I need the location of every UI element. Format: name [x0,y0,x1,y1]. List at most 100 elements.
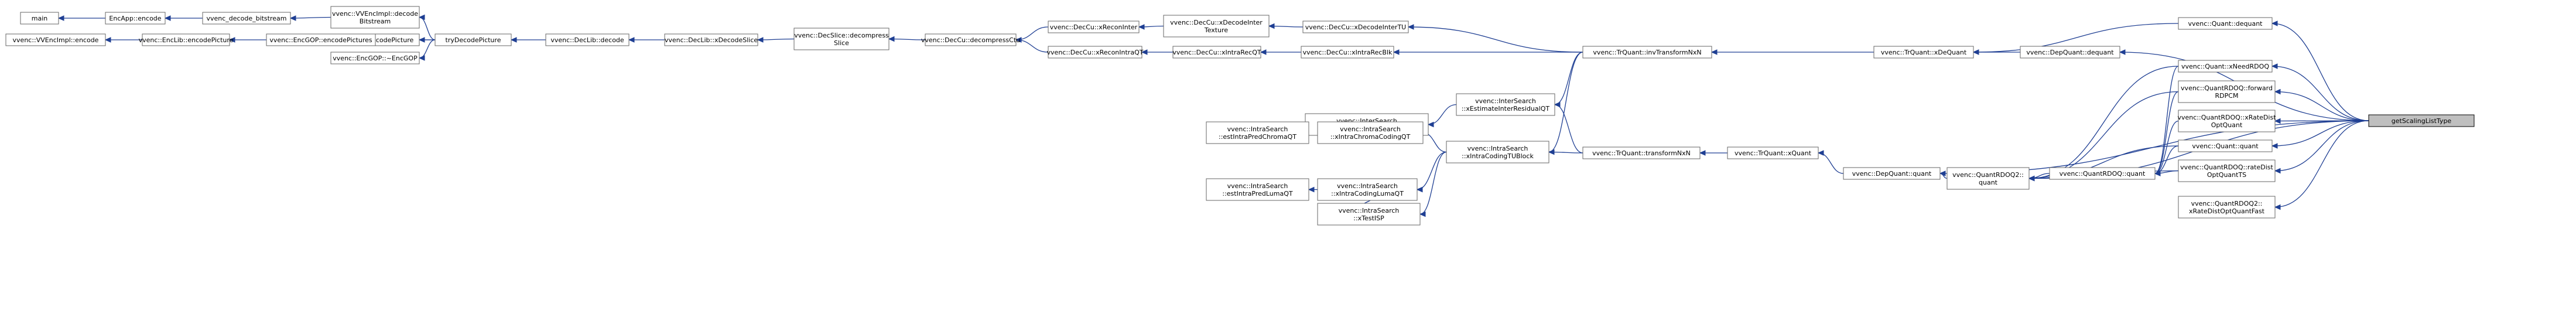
node-encapp[interactable]: EncApp::encode [105,12,166,25]
node-box [1456,93,1555,116]
node-label: tryDecodePicture [446,36,501,44]
node-declibdecode[interactable]: vvenc::DecLib::decode [545,33,630,46]
node-vvencode[interactable]: vvenc::VVEncImpl::encode [5,33,106,46]
node-box [1206,121,1309,144]
node-label: vvenc::IntraSearch [1227,125,1288,133]
edge-xintrarecblk-trinvtransform [1393,49,1583,55]
node-label: ::estIntraPredChromaQT [1219,133,1296,141]
node-box [2368,114,2475,127]
node-box [1446,141,1549,163]
node-intraxtestisp[interactable]: vvenc::IntraSearch::xTestISP [1317,203,1421,226]
node-qrdoqquant[interactable]: vvenc::QuantRDOQ::quant [2049,167,2156,180]
edge-xreconinter-xdecodeintertex [1138,24,1164,30]
node-box [1317,178,1418,201]
node-quantxneed[interactable]: vvenc::Quant::xNeedRDOQ [2178,60,2273,73]
node-label: vvenc::TrQuant::xDeQuant [1881,49,1967,56]
node-xdecodeslice[interactable]: vvenc::DecLib::xDecodeSlice [664,33,758,46]
node-label: vvenc::TrQuant::invTransformNxN [1593,49,1701,56]
edge-vvencode-enclib [104,37,142,43]
edge-interencres-interxest [1427,104,1457,128]
node-qrdoq2xrate[interactable]: vvenc::QuantRDOQ2::xRateDistOptQuantFast [2178,196,2276,219]
node-trxdequant[interactable]: vvenc::TrQuant::xDeQuant [1873,46,1974,59]
node-label: vvenc::IntraSearch [1340,125,1401,133]
node-encgop[interactable]: vvenc::EncGOP::encodePictures [266,33,376,46]
node-box [2178,60,2273,73]
node-box [266,33,376,46]
node-intraxluma[interactable]: vvenc::IntraSearch::xIntraCodingLumaQT [1317,178,1418,201]
edge-qrdoqquant-qrdoqfwd [2154,91,2179,176]
node-box [2178,17,2273,30]
edge-declibdecode-xdecodeslice [628,37,665,43]
node-label: ::xIntraChromaCodingQT [1330,133,1411,141]
node-intraxtu[interactable]: vvenc::IntraSearch::xIntraCodingTUBlock [1446,141,1549,163]
edge-interxest-trinvtransform [1554,52,1583,108]
node-box [1317,121,1424,144]
node-box [1302,21,1409,33]
node-intraxchroma[interactable]: vvenc::IntraSearch::xIntraChromaCodingQT [1317,121,1424,144]
node-label: vvenc::QuantRDOQ::xRateDist [2177,114,2276,121]
node-trtransform[interactable]: vvenc::TrQuant::transformNxN [1582,146,1701,159]
node-enclib[interactable]: vvenc::EncLib::encodePicture [139,33,234,46]
node-trydecode[interactable]: tryDecodePicture [435,33,512,46]
node-xdecodeintertu[interactable]: vvenc::DecCu::xDecodeInterTU [1302,21,1409,33]
node-xreconinter[interactable]: vvenc::DecCu::xReconInter [1048,21,1140,33]
node-xreconintraqt[interactable]: vvenc::DecCu::xReconIntraQT [1047,46,1144,59]
edge-xreconintraqt-xintrarecqt [1141,49,1173,55]
node-quantquant[interactable]: vvenc::Quant::quant [2178,139,2273,152]
node-label: vvenc::EncLib::encodePicture [139,36,234,44]
node-label: vvenc::DecCu::xIntraRecQT [1172,49,1261,56]
node-box [2049,167,2156,180]
edge-intraxluma-intraxtu [1416,151,1447,193]
node-box [1317,203,1421,226]
node-qrdoqxrate[interactable]: vvenc::QuantRDOQ::xRateDistOptQuant [2177,110,2276,132]
node-xintrarecqt[interactable]: vvenc::DecCu::xIntraRecQT [1172,46,1261,59]
node-quantdequant[interactable]: vvenc::Quant::dequant [2178,17,2273,30]
edge-qrdoq2xrate-getscaling [2274,120,2369,210]
node-qrdoq2quant[interactable]: vvenc::QuantRDOQ2::quant [1946,167,2030,190]
edge-trxdequant-quantdequant [1972,23,2179,55]
edge-quantquant-getscaling [2271,120,2369,149]
node-getscaling[interactable]: getScalingListType [2368,114,2475,127]
node-label: vvenc::DecCu::xDecodeInter [1170,19,1263,26]
node-label: EncApp::encode [109,15,161,22]
node-depquant[interactable]: vvenc::DepQuant::quant [1843,167,1941,180]
node-box [20,12,59,25]
node-intraestchroma[interactable]: vvenc::IntraSearch::estIntraPredChromaQT [1206,121,1309,144]
node-label: vvenc::Quant::xNeedRDOQ [2181,63,2269,70]
node-box [2178,80,2276,103]
node-decbitstream[interactable]: vvenc_decode_bitstream [202,12,291,25]
node-label: vvenc::VVEncImpl::encode [13,36,99,44]
node-label: vvenc::QuantRDOQ::rateDist [2180,163,2273,171]
node-main[interactable]: main [20,12,59,25]
edge-trinvtransform-trxdequant [1711,49,1874,55]
node-trinvtransform[interactable]: vvenc::TrQuant::invTransformNxN [1582,46,1712,59]
edge-qrdoqquant-qrdoqxrate [2154,120,2179,176]
node-depdequant[interactable]: vvenc::DepQuant::dequant [2020,46,2120,59]
node-interxest[interactable]: vvenc::InterSearch::xEstimateInterResidu… [1456,93,1555,116]
edge-trxquant-depquant [1817,150,1844,174]
node-deccu[interactable]: vvenc::DecCu::decompressCtu [921,33,1020,46]
node-xintrarecblk[interactable]: vvenc::DecCu::xIntraRecBlk [1301,46,1394,59]
edge-encapp-decbitstream [164,15,203,21]
node-label: RDPCM [2215,92,2239,100]
edge-intraxtu-trtransform [1548,149,1583,155]
node-label: vvenc::EncGOP::encodePictures [269,36,372,44]
node-intraestluma[interactable]: vvenc::IntraSearch::estIntraPredLumaQT [1206,178,1309,201]
node-box [545,33,630,46]
node-box [1843,167,1941,180]
node-label: Slice [834,39,849,47]
node-trxquant[interactable]: vvenc::TrQuant::xQuant [1727,146,1819,159]
node-label: vvenc::IntraSearch [1227,182,1288,190]
node-box [1163,15,1270,38]
node-box [2178,159,2276,182]
node-encgopdtor[interactable]: vvenc::EncGOP::~EncGOP [330,52,420,64]
edge-xdecodeslice-decslice [757,37,795,43]
node-label: ::xIntraCodingTUBlock [1462,152,1534,160]
node-label: OptQuantTS [2207,171,2246,179]
